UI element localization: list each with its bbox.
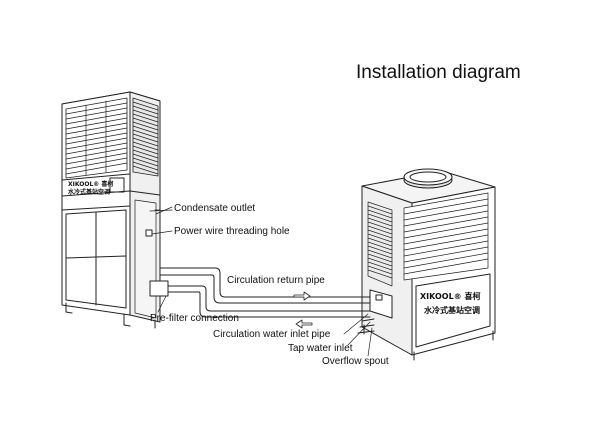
outdoor-unit: [361, 168, 496, 361]
pre-filter-icon: [149, 280, 169, 297]
power-wire-hole-icon: [145, 229, 153, 237]
indoor-side-grille: [132, 97, 159, 177]
label-circulation-water-inlet-pipe: Circulation water inlet pipe: [213, 329, 331, 340]
pipes: [149, 209, 375, 334]
flow-arrows: [293, 291, 313, 329]
label-pre-filter-connection: Pre-filter connection: [150, 313, 239, 324]
outdoor-brand-logo: XIKOOL® 喜柯: [420, 292, 481, 301]
indoor-unit: [61, 91, 161, 329]
connector-icon: [375, 294, 383, 301]
label-power-wire-hole: Power wire threading hole: [174, 226, 290, 237]
label-condensate-outlet: Condensate outlet: [174, 203, 256, 214]
indoor-front-grille: [65, 97, 128, 179]
outdoor-side-grille: [367, 201, 393, 287]
leader-lines: [151, 206, 373, 357]
inlet-flow-arrow-icon: [295, 319, 313, 329]
indoor-brand-logo: XIKOOL® 喜柯: [68, 181, 114, 188]
outdoor-brand-subtitle: 水冷式基站空调: [424, 306, 480, 315]
label-tap-water-inlet: Tap water inlet: [288, 343, 353, 354]
page-title: Installation diagram: [356, 62, 521, 83]
outdoor-front-grille: [403, 192, 489, 281]
return-flow-arrow-icon: [293, 291, 311, 301]
label-circulation-return-pipe: Circulation return pipe: [227, 275, 325, 286]
label-overflow-spout: Overflow spout: [322, 356, 389, 367]
indoor-brand-subtitle: 水冷式基站空调: [68, 189, 111, 196]
